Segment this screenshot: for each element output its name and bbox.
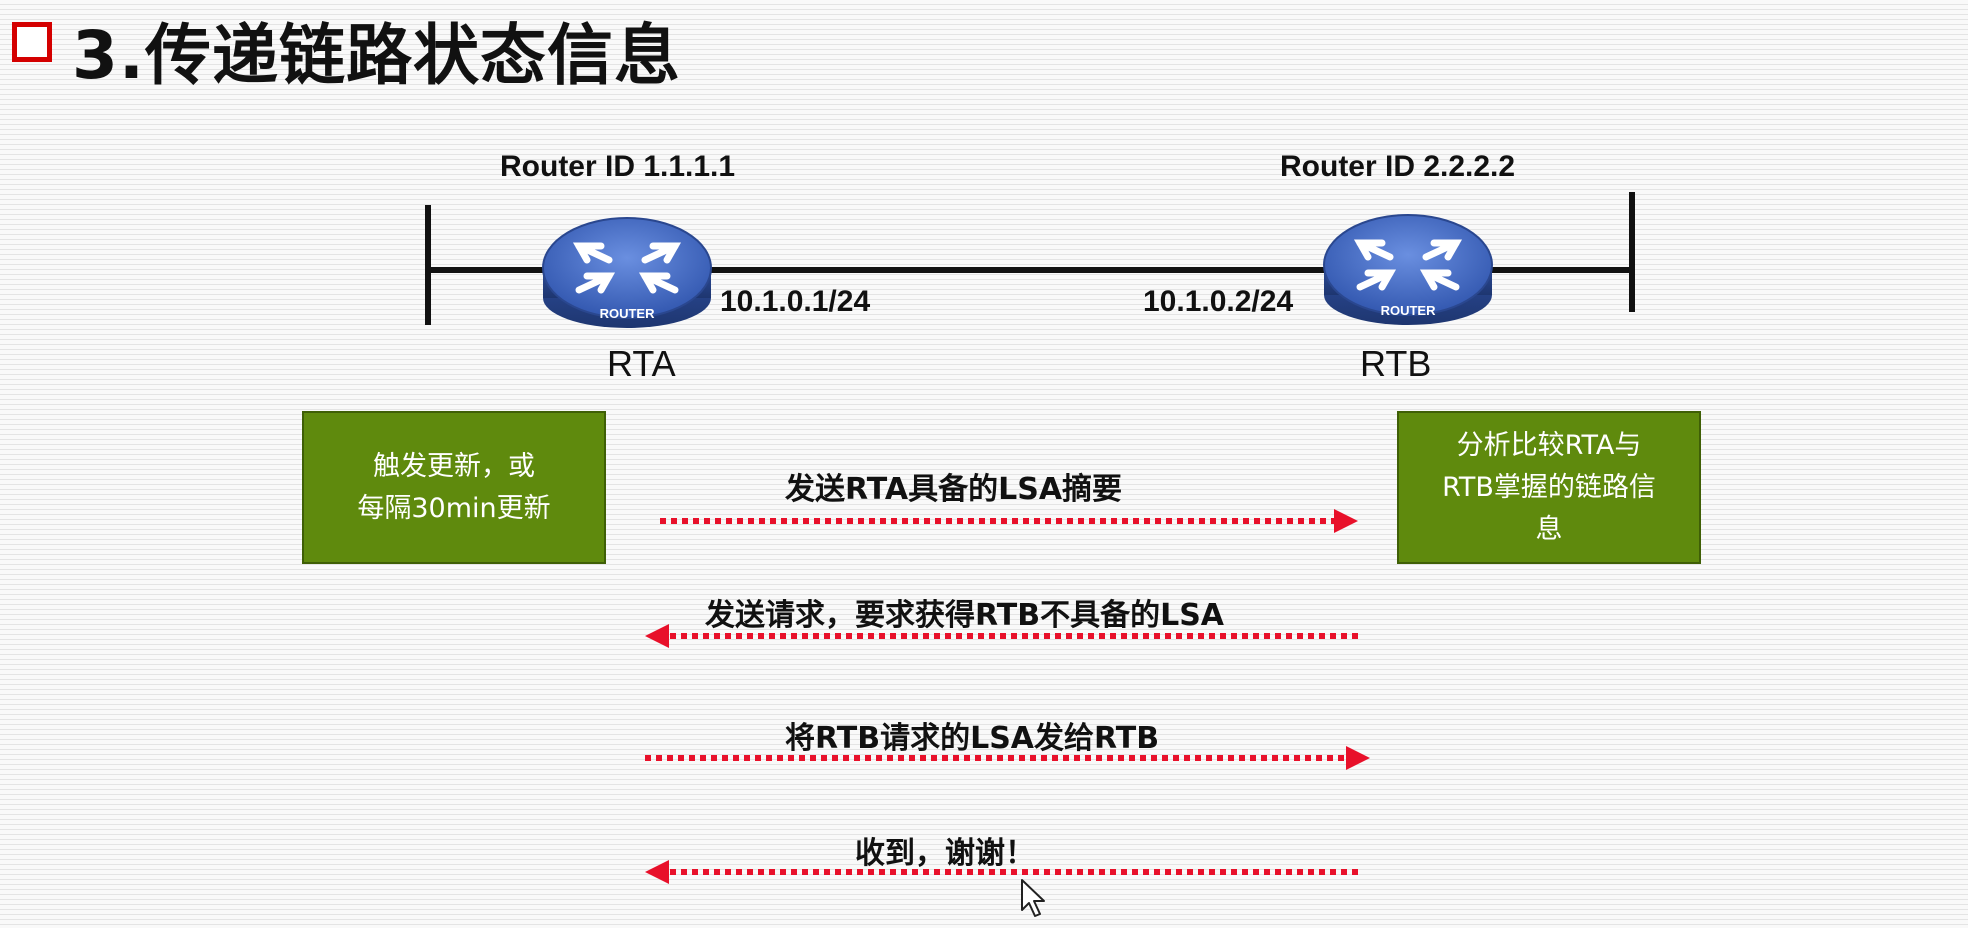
rta-action-line-1: 触发更新，或 xyxy=(373,450,535,482)
rtb-action-line-2: RTB掌握的链路信 xyxy=(1442,471,1656,503)
page-title: 3.传递链路状态信息 xyxy=(72,17,681,94)
rtb-action-line-3: 息 xyxy=(1535,513,1563,545)
arrowhead-right-1 xyxy=(1334,509,1358,533)
rtb-router-id: Router ID 2.2.2.2 xyxy=(1280,150,1516,183)
rta-action-line-2: 每隔30min更新 xyxy=(357,492,551,524)
message-label-2: 发送请求，要求获得RTB不具备的LSA xyxy=(705,598,1225,633)
router-icon-label: ROUTER xyxy=(1381,303,1437,318)
router-icon: ROUTER xyxy=(1323,214,1493,325)
rta-router-id: Router ID 1.1.1.1 xyxy=(500,150,736,183)
router-icon-label: ROUTER xyxy=(600,306,656,321)
rta-action-box: 触发更新，或 每隔30min更新 xyxy=(302,411,606,564)
message-label-3: 将RTB请求的LSA发给RTB xyxy=(785,721,1160,756)
rta-name: RTA xyxy=(607,343,676,384)
arrowhead-left-4 xyxy=(645,860,669,884)
arrowhead-left-2 xyxy=(645,624,669,648)
mouse-cursor-icon xyxy=(1021,879,1045,917)
rtb-action-line-1: 分析比较RTA与 xyxy=(1456,429,1642,461)
rtb-action-box: 分析比较RTA与 RTB掌握的链路信 息 xyxy=(1397,411,1701,564)
rtb-name: RTB xyxy=(1360,343,1432,384)
rtb-ip-address: 10.1.0.2/24 xyxy=(1143,285,1294,318)
message-label-1: 发送RTA具备的LSA摘要 xyxy=(785,472,1123,507)
router-icon: ROUTER xyxy=(542,217,712,328)
arrowhead-right-3 xyxy=(1346,746,1370,770)
rta-ip-address: 10.1.0.1/24 xyxy=(720,285,871,318)
message-label-4: 收到，谢谢！ xyxy=(855,836,1035,871)
title-square-icon xyxy=(12,22,52,62)
